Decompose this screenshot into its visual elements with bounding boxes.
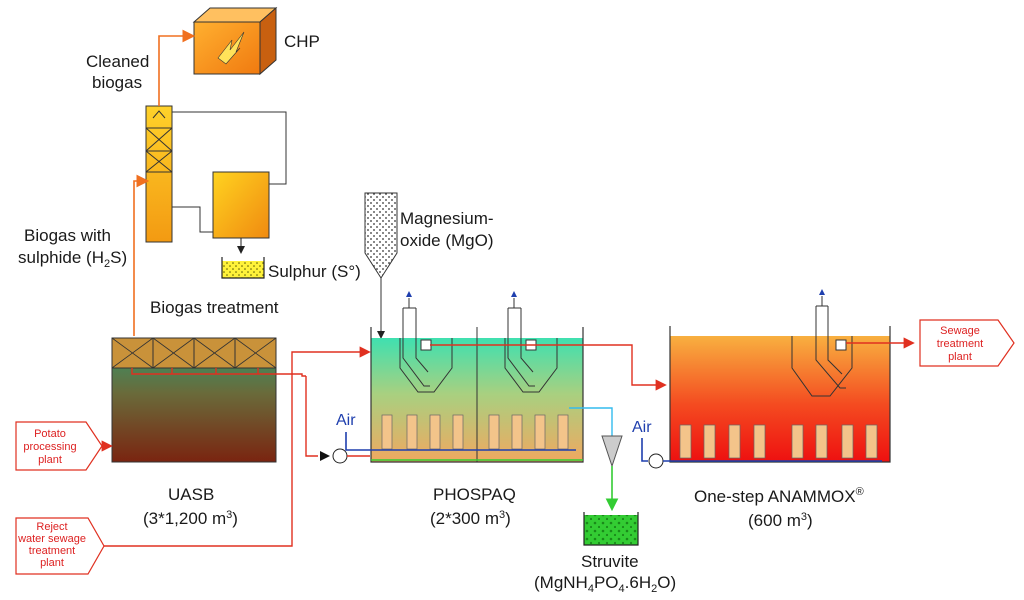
check-valve-icon	[320, 451, 330, 461]
svg-text:processing: processing	[23, 441, 76, 453]
magnesium-label-2: oxide (MgO)	[400, 231, 494, 250]
chp-label: CHP	[284, 32, 320, 51]
reject-water-line	[104, 346, 371, 547]
hydrocyclone	[601, 435, 623, 468]
sulphur-bioreactor	[212, 171, 270, 239]
mgo-hopper	[364, 192, 398, 279]
svg-text:Sewage: Sewage	[940, 325, 980, 337]
biogas-raw-line	[133, 174, 150, 336]
sulphur-label: Sulphur (S°)	[268, 262, 361, 281]
svg-text:plant: plant	[948, 351, 972, 363]
uasb-reactor	[111, 337, 277, 463]
struvite-label-2: (MgNH4PO4.6H2O)	[534, 573, 676, 595]
air-label-phospaq: Air	[336, 412, 356, 429]
magnesium-label-1: Magnesium-	[400, 209, 494, 228]
anammox-name-label: One-step ANAMMOX®	[694, 486, 864, 506]
uasb-name-label: UASB	[168, 485, 214, 504]
sewage-plant-outlet: Sewage treatment plant	[919, 319, 1015, 367]
phospaq-volume-label: (2*300 m3)	[430, 509, 511, 528]
chp-unit	[192, 6, 278, 76]
biogas-treatment-label: Biogas treatment	[150, 298, 279, 317]
cleaned-biogas-label-2: biogas	[92, 73, 142, 92]
blower-icon	[648, 453, 664, 469]
uasb-volume-label: (3*1,200 m3)	[143, 509, 238, 528]
svg-text:treatment: treatment	[937, 338, 983, 350]
struvite-label-1: Struvite	[581, 552, 639, 571]
svg-text:water sewage: water sewage	[17, 533, 86, 545]
svg-text:plant: plant	[38, 454, 62, 466]
cleaned-biogas-label-1: Cleaned	[86, 52, 149, 71]
reject-water-inlet: Reject water sewage treatment plant	[15, 517, 105, 575]
phospaq-effluent-line	[430, 344, 667, 391]
sulphur-container	[222, 261, 264, 278]
air-label-anammox: Air	[632, 419, 652, 436]
biogas-with-label-2: sulphide (H2S)	[18, 248, 127, 270]
scrubber-column	[145, 105, 173, 243]
struvite-bin	[584, 515, 638, 545]
air-line-phospaq	[345, 432, 576, 451]
cleaned-biogas-line	[158, 29, 196, 106]
phospaq-reactor	[370, 291, 584, 463]
anammox-reactor	[669, 289, 891, 463]
phospaq-name-label: PHOSPAQ	[433, 485, 516, 504]
svg-text:plant: plant	[40, 557, 64, 569]
pump-icon	[332, 448, 348, 464]
svg-text:Potato: Potato	[34, 428, 66, 440]
lightning-icon	[217, 31, 245, 65]
potato-plant-inlet: Potato processing plant	[15, 421, 103, 471]
svg-text:treatment: treatment	[29, 545, 75, 557]
anammox-volume-label: (600 m3)	[748, 511, 813, 530]
svg-text:Reject: Reject	[36, 521, 67, 533]
biogas-with-label-1: Biogas with	[24, 226, 111, 245]
